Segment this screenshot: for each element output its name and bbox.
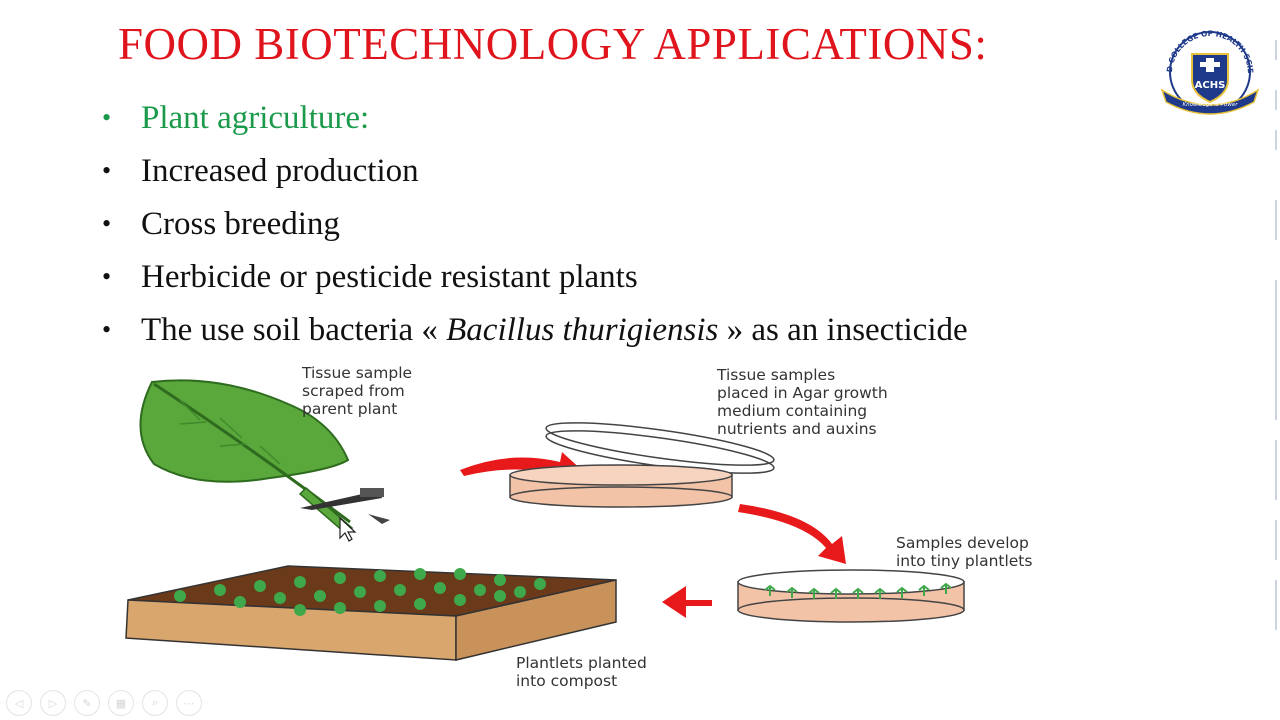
next-icon[interactable]: ▷ <box>40 690 66 716</box>
arrow-to-plantlets-icon <box>738 504 846 564</box>
logo-shield-text: ACHS <box>1195 80 1226 91</box>
petri-dish-open-icon <box>509 422 775 508</box>
bullet-text: Plant agriculture: <box>141 100 370 136</box>
bullet-marker: • <box>102 209 112 238</box>
zoom-icon[interactable]: ⌕ <box>142 690 168 716</box>
arrow-to-dish-icon <box>460 452 584 484</box>
diagram-illustration <box>125 379 965 661</box>
slides-icon[interactable]: ▦ <box>108 690 134 716</box>
bullet-soil-bacteria: • The use soil bacteria « Bacillus thuri… <box>100 308 968 361</box>
compost-box-icon <box>125 565 617 661</box>
bullet-marker: • <box>102 103 112 132</box>
pen-icon[interactable]: ✎ <box>74 690 100 716</box>
bullet-increased-production: • Increased production <box>100 149 968 202</box>
arrow-to-compost-icon <box>662 586 712 618</box>
bullet-marker: • <box>102 156 112 185</box>
petri-dish-plantlets-icon <box>737 569 965 623</box>
prev-icon[interactable]: ◁ <box>6 690 32 716</box>
bullet-marker: • <box>102 315 112 344</box>
caption-tissue-placed: Tissue samples placed in Agar growth med… <box>717 366 888 438</box>
bullet-marker: • <box>102 262 112 291</box>
caption-tissue-scraped: Tissue sample scraped from parent plant <box>302 364 413 418</box>
bullet-plant-agriculture: • Plant agriculture: <box>100 96 968 149</box>
more-icon[interactable]: ⋯ <box>176 690 202 716</box>
slide-title: FOOD BIOTECHNOLOGY APPLICATIONS: <box>118 19 988 69</box>
leaf-icon <box>139 379 354 533</box>
edge-strip <box>1275 40 1277 630</box>
tissue-culture-diagram: Tissue sample scraped from parent plant … <box>120 360 1120 705</box>
bullet-text-suffix: » as an insecticide <box>718 312 968 348</box>
caption-samples-develop: Samples develop into tiny plantlets <box>896 534 1033 570</box>
bullet-text: Increased production <box>141 153 419 189</box>
slideshow-controls: ◁ ▷ ✎ ▦ ⌕ ⋯ <box>6 690 202 716</box>
bullet-text: Herbicide or pesticide resistant plants <box>141 259 638 295</box>
caption-plantlets-planted: Plantlets planted into compost <box>516 654 647 690</box>
bullet-text: Cross breeding <box>141 206 340 242</box>
bullet-text-prefix: The use soil bacteria « <box>141 312 447 348</box>
bullet-resistant-plants: • Herbicide or pesticide resistant plant… <box>100 255 968 308</box>
bullet-cross-breeding: • Cross breeding <box>100 202 968 255</box>
college-logo: ALLIED COLLEGE OF HEALTH SCIENCES ACHS K… <box>1158 22 1260 115</box>
bullet-list: • Plant agriculture: • Increased product… <box>100 96 968 361</box>
mouse-cursor-icon <box>339 516 357 542</box>
logo-motto: Knowledge is Power <box>1183 102 1239 108</box>
bullet-text-italic: Bacillus thurigiensis <box>446 312 719 348</box>
scalpel-icon <box>300 488 390 524</box>
